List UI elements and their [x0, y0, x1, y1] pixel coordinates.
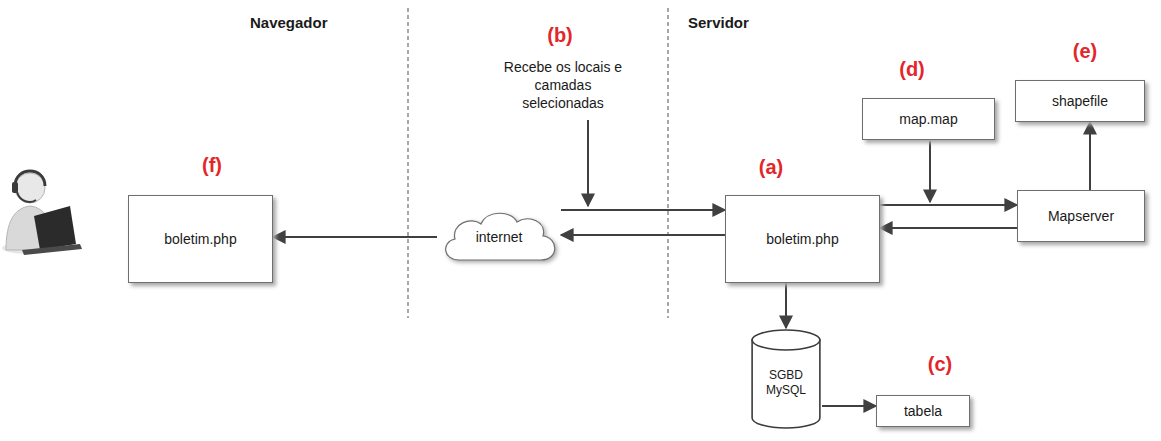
section-heading: Servidor [688, 14, 749, 31]
user-icon [2, 171, 82, 255]
callout-letter: (f) [202, 154, 222, 177]
network-cloud: internet [437, 206, 561, 268]
document-box: map.map [862, 98, 995, 140]
document-box: tabela [876, 395, 970, 427]
section-heading: Navegador [250, 14, 328, 31]
process-box: Mapserver [1017, 190, 1145, 242]
node-label: boletim.php [164, 230, 236, 248]
flow-arrow [561, 209, 725, 211]
flow-arrow [880, 204, 1017, 206]
flow-arrow [880, 227, 1017, 229]
leader-line [587, 120, 589, 206]
node-label: SGBD MySQL [760, 368, 812, 398]
flow-arrow [822, 405, 876, 407]
node-label: Mapserver [1048, 207, 1114, 225]
callout-letter: (e) [1073, 40, 1097, 63]
callout-letter: (c) [928, 353, 952, 376]
node-label: boletim.php [766, 230, 838, 248]
leader-line [929, 141, 931, 202]
flow-arrow [273, 236, 437, 238]
node-label: internet [476, 228, 523, 246]
note-text: Recebe os locais e camadas selecionadas [503, 58, 623, 112]
callout-letter: (b) [547, 24, 573, 47]
callout-letter: (a) [759, 156, 783, 179]
node-label: shapefile [1052, 92, 1108, 110]
database-cylinder: SGBD MySQL [750, 328, 822, 430]
document-box: boletim.php [725, 195, 880, 283]
flow-arrow [561, 234, 725, 236]
document-box: shapefile [1015, 80, 1145, 122]
divider-line [407, 8, 409, 318]
flow-arrow [1089, 122, 1091, 190]
flow-arrow [785, 283, 787, 328]
callout-letter: (d) [899, 58, 925, 81]
document-box: boletim.php [128, 195, 273, 283]
divider-line [667, 8, 669, 318]
node-label: map.map [899, 110, 957, 128]
node-label: tabela [904, 402, 942, 420]
